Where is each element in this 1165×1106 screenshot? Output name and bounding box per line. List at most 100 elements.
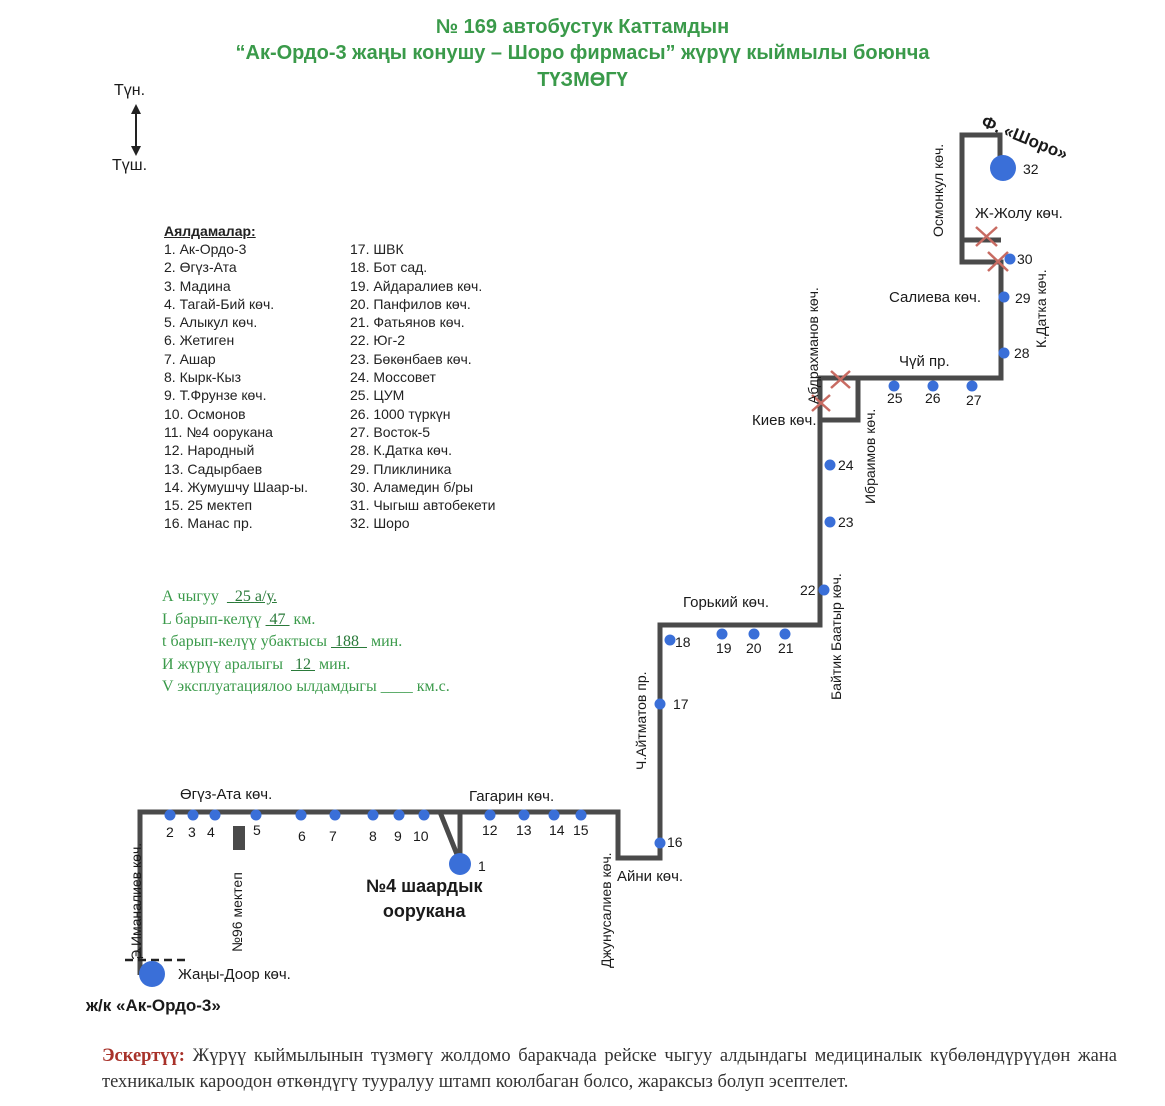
list-item: 11. №4 оорукана [164, 423, 273, 440]
stop-number: 14 [549, 822, 565, 838]
stop-number: 16 [667, 834, 683, 850]
street-djunusaliev: Джунусалиев көч. [598, 852, 614, 968]
street-abdrakhmanov: Абдрахманов көч. [805, 287, 821, 404]
list-item: 2. Өгүз-Ата [164, 259, 237, 276]
list-item: 26. 1000 түркүн [350, 405, 451, 422]
street-ibraimov: Ибраимов көч. [862, 408, 878, 504]
street-oguz-ata: Өгүз-Ата көч. [180, 786, 273, 803]
stop-number: 7 [329, 828, 337, 844]
list-item: 25. ЦУМ [350, 387, 405, 404]
street-jany-door: Жаңы-Доор көч. [178, 966, 291, 983]
title-line2: “Ак-Ордо-3 жаңы конушу – Шоро фирмасы” ж… [235, 42, 930, 64]
street-osmonkul: Осмонкул көч. [930, 143, 946, 237]
stop-number: 15 [573, 822, 589, 838]
school-96-label: №96 мектеп [229, 872, 245, 952]
list-item: 3. Мадина [164, 277, 231, 294]
street-aini: Айни көч. [617, 868, 684, 885]
stop-number: 24 [838, 457, 854, 473]
route-map [125, 132, 1016, 987]
note-heading: Эскертүү: [102, 1046, 185, 1066]
stop-number: 1 [478, 858, 486, 874]
stop-number: 26 [925, 390, 941, 406]
list-item: 7. Ашар [164, 350, 216, 367]
stops-heading: Аялдамалар: [164, 223, 256, 239]
stop-number: 9 [394, 828, 402, 844]
list-item: 21. Фатьянов көч. [350, 314, 465, 331]
title-line1: № 169 автобустук Каттамдын [435, 16, 730, 38]
stops-list-col1: 1. Ак-Ордо-3 2. Өгүз-Ата 3. Мадина 4. Та… [164, 240, 308, 533]
list-item: 9. Т.Фрунзе көч. [164, 387, 267, 404]
street-gorky: Горький көч. [683, 594, 769, 611]
list-item: 10. Осмонов [164, 405, 246, 422]
street-kiev: Киев көч. [752, 412, 817, 429]
terminal-ak-ordo: ж/к «Ак-Ордо-3» [86, 996, 221, 1015]
list-item: 30. Аламедин б/ры [350, 478, 474, 495]
stop-number: 12 [482, 822, 498, 838]
street-aitmatov: Ч.Айтматов пр. [633, 671, 649, 770]
list-item: 32. Шоро [350, 515, 410, 532]
list-item: 18. Бот сад. [350, 259, 428, 276]
list-item: 5. Алыкул көч. [164, 314, 258, 331]
stop-number: 1 [136, 945, 144, 961]
list-item: 1. Ак-Ордо-3 [164, 241, 247, 257]
stop-number: 30 [1017, 251, 1033, 267]
school-marker [233, 826, 245, 850]
stop-number: 6 [298, 828, 306, 844]
stop-number: 25 [887, 390, 903, 406]
hospital-label: №4 шаардык оорукана [366, 876, 483, 921]
list-item: 29. Пликлиника [350, 460, 452, 477]
stop-number: 5 [253, 822, 261, 838]
street-baitik: Байтик Баатыр көч. [828, 573, 844, 700]
compass-arrow-icon [131, 104, 141, 156]
title-line3: ТҮЗМӨГҮ [537, 69, 628, 91]
stop-number: 29 [1015, 290, 1031, 306]
list-item: 19. Айдаралиев көч. [350, 277, 483, 294]
list-item: 12. Народный [164, 442, 255, 459]
stop-number: 17 [673, 696, 689, 712]
stop-number: 2 [166, 824, 174, 840]
stops-list-col2: 17. ШВК 18. Бот сад. 19. Айдаралиев көч.… [350, 240, 495, 533]
stop-number: 22 [800, 582, 816, 598]
street-chui: Чүй пр. [899, 353, 950, 370]
list-item: 14. Жумушчу Шаар-ы. [164, 478, 308, 495]
list-item: 24. Моссовет [350, 369, 436, 386]
street-jjolu: Ж-Жолу көч. [975, 205, 1063, 222]
list-item: 23. Бөкөнбаев көч. [350, 350, 472, 367]
list-item: 28. К.Датка көч. [350, 442, 452, 459]
note-text: Жүрүү кыймылынын түзмөгү жолдомо баракча… [102, 1046, 1118, 1092]
stop-number: 4 [207, 824, 215, 840]
street-imanaliev: Э.Иманалиев көч. [128, 842, 144, 960]
list-item: 16. Манас пр. [164, 515, 253, 532]
street-kdatka: К.Датка көч. [1033, 269, 1049, 348]
stop-number: 3 [188, 824, 196, 840]
stop-number: 23 [838, 514, 854, 530]
stop-number: 32 [1023, 161, 1039, 177]
stop-number: 28 [1014, 345, 1030, 361]
stop-number: 8 [369, 828, 377, 844]
street-gagarin: Гагарин көч. [469, 788, 555, 805]
list-item: 6. Жетиген [164, 332, 235, 349]
stop-number: 20 [746, 640, 762, 656]
list-item: 13. Садырбаев [164, 460, 263, 477]
list-item: 17. ШВК [350, 241, 404, 257]
list-item: 8. Кырк-Кыз [164, 369, 241, 386]
list-item: 31. Чыгыш автобекети [350, 497, 496, 514]
route-stats: А чыгуу 25 а/у. L барып-келүү 47 км. t б… [162, 588, 450, 696]
stop-number: 10 [413, 828, 429, 844]
stop-number: 21 [778, 640, 794, 656]
route-line [137, 132, 1004, 975]
stop-number: 19 [716, 640, 732, 656]
stop-markers [139, 155, 1016, 987]
list-item: 20. Панфилов көч. [350, 295, 471, 312]
stop-number: 27 [966, 392, 982, 408]
list-item: 22. Юг-2 [350, 332, 406, 349]
stop-number: 18 [675, 634, 691, 650]
street-salieva: Салиева көч. [889, 289, 982, 306]
list-item: 4. Тагай-Бий көч. [164, 295, 275, 312]
note-paragraph: Эскертүү: Жүрүү кыймылынын түзмөгү жолдо… [102, 1043, 1117, 1095]
list-item: 27. Восток-5 [350, 423, 431, 440]
list-item: 15. 25 мектеп [164, 497, 253, 514]
closed-cross-icons [811, 226, 1009, 412]
compass-south: Түш. [112, 157, 148, 174]
compass-north: Түн. [114, 82, 146, 99]
